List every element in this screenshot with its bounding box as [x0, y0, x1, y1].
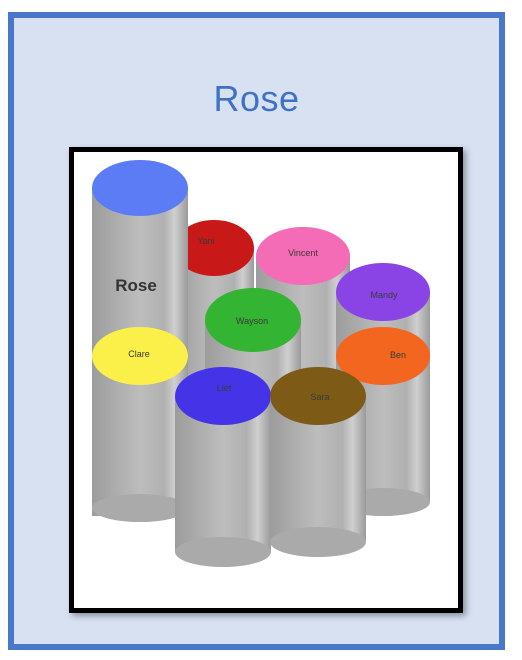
cylinder-top-yani	[174, 220, 254, 276]
cylinder-top-wayson	[205, 288, 301, 352]
name-label-sara: Sara	[310, 392, 329, 402]
cylinder-top-clare	[92, 327, 188, 385]
cylinder-clare: Clare	[92, 327, 188, 522]
name-label-vincent: Vincent	[288, 248, 318, 258]
cylinder-top-sara	[270, 367, 366, 425]
page-title: Rose	[213, 78, 300, 119]
cylinder-sara: Sara	[270, 367, 366, 557]
cylinder-top-lief	[175, 367, 271, 425]
name-label-lief: Lief	[217, 383, 232, 393]
name-label-mandy: Mandy	[370, 290, 398, 300]
name-label-ben: Ben	[390, 350, 406, 360]
cylinder-lief: Lief	[175, 367, 271, 567]
cylinder-top-vincent	[256, 227, 350, 285]
cylinder-top-rose	[92, 160, 188, 216]
name-label-yani: Yani	[197, 236, 214, 246]
cylinder-top-mandy	[336, 263, 430, 321]
name-label-wayson: Wayson	[236, 316, 268, 326]
name-label-rose: Rose	[115, 276, 157, 295]
name-label-clare: Clare	[128, 349, 150, 359]
cylinder-top-ben	[336, 327, 430, 385]
